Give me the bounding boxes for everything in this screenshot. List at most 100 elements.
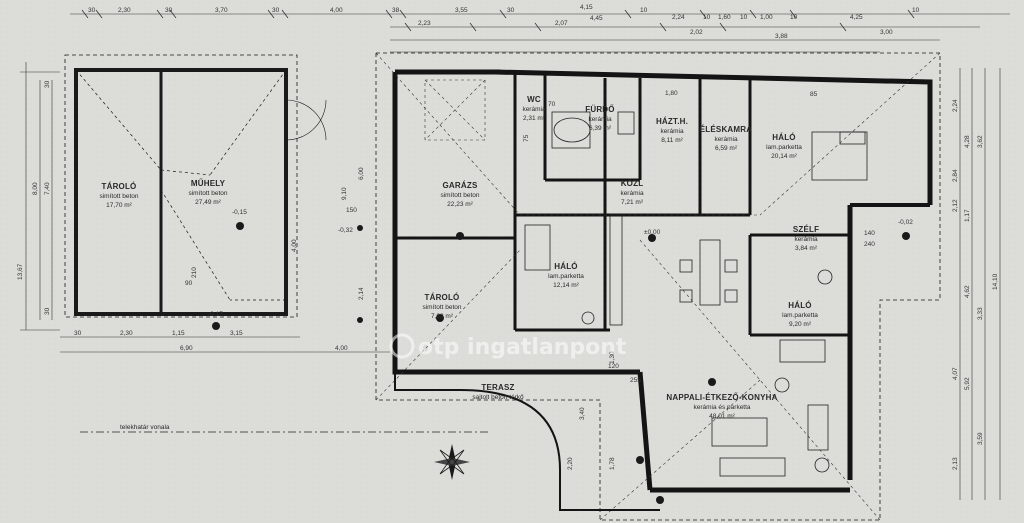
room-floor-furdo: kerámia [588,116,612,123]
room-name-tarolo-left: TÁROLÓ [102,182,137,191]
dim-misc-210: 210 [191,267,198,278]
dim-bottom-1: 2,30 [120,330,133,337]
room-name-halo-top: HÁLÓ [772,133,795,142]
room-name-szelf: SZÉLF [793,225,819,234]
dim-top-4: 30 [272,7,280,14]
room-area-halo-right: 9,20 m² [789,321,812,328]
room-floor-garazs: simított beton [440,192,479,199]
right-dimension-lines [959,68,1001,500]
dim-top-15: 1,00 [760,14,773,21]
dim-misc-75: 75 [523,134,530,142]
room-name-eleskamra: ÉLÉSKAMRA [700,125,752,134]
watermark-logo: otp ingatlanpont [389,333,627,360]
room-area-wc: 2,31 m² [523,115,546,122]
room-floor-muhely: simított beton [188,190,227,197]
room-area-szelf: 3,84 m² [795,245,818,252]
outbuilding [64,54,327,318]
dim-left-1: 8,00 [32,182,39,195]
room-floor-tarolo-left: simított beton [99,193,138,200]
room-floor-terasz: sajtolt beton térkő [472,394,524,401]
dim-misc-1-78: 1,78 [609,457,616,470]
room-name-nappali: NAPPALI-ÉTKEZŐ-KONYHA [666,393,777,402]
dim-right-10: 3,59 [977,432,984,445]
dim-top2-5: 3,00 [880,29,893,36]
room-area-tarolo-mid: 7,63 m² [431,313,454,320]
room-name-tarolo-mid: TÁROLÓ [425,293,460,302]
dim-top-16: 10 [790,14,798,21]
dim-misc-90: 90 [185,280,193,287]
dim-top-5: 4,00 [330,7,343,14]
dim-misc-70: 70 [548,101,556,108]
dim-top-17: 4,25 [850,14,863,21]
level-zero: ±0,00 [644,229,661,236]
bottom-dimension-lines [60,336,390,353]
room-name-halo-right: HÁLÓ [788,301,811,310]
top-dimension-ticks [81,9,915,32]
dim-misc-140: 140 [864,230,875,237]
dim-misc-3-40: 3,40 [579,407,586,420]
level-markers [212,222,910,504]
dim-bottom-4: 6,90 [180,345,193,352]
room-area-furdo: 6,39 m² [589,125,612,132]
room-area-eleskamra: 6,59 m² [715,145,738,152]
watermark-text: otp ingatlanpont [418,335,627,360]
dim-top-14: 10 [740,14,748,21]
dim-top-13: 1,60 [718,14,731,21]
room-floor-kozl: kerámia [620,190,644,197]
dim-top-0: 30 [88,7,96,14]
roof-hip-lines [375,52,941,521]
room-name-muhely: MŰHELY [191,179,226,188]
dim-top-10: 10 [640,7,648,14]
dim-misc-150: 150 [346,207,357,214]
boundary-label: telekhatár vonala [120,424,170,431]
dim-misc-4-00: 4,00 [291,239,298,252]
room-area-garazs: 22,23 m² [447,201,473,208]
room-name-garazs: GARÁZS [443,181,478,190]
top-dimension-lines [70,13,1010,53]
room-name-furdo: FÜRDŐ [585,105,614,114]
furniture [524,111,868,477]
dim-misc-120: 120 [608,363,619,370]
room-name-wc: WC [527,95,541,104]
dim-left-0: 13,67 [17,263,24,280]
house-walls [392,69,933,493]
dim-right-12: 4,62 [964,285,971,298]
dim-bottom-5: 4,00 [335,345,348,352]
dim-top-6: 38 [392,7,400,14]
room-area-haztih: 8,11 m² [661,137,683,144]
dim-right-8: 4,07 [952,367,959,380]
dim-misc-240: 240 [864,241,875,248]
room-floor-wc: kerámia [522,106,546,113]
room-name-haztih: HÁZT.H. [656,117,688,126]
dim-top-18: 10 [912,7,920,14]
room-floor-eleskamra: kerámia [714,136,738,143]
dim-misc-2-14: 2,14 [358,287,365,300]
room-name-kozl: KÖZL [621,179,644,188]
dim-right-3: 2,12 [952,199,959,212]
left-dimension-lines [20,62,60,331]
dim-misc-1-30: 1,30 [609,351,616,364]
dim-top2-4: 3,88 [775,33,788,40]
dim-bottom-0: 30 [74,330,82,337]
room-floor-szelf: kerámia [794,236,818,243]
dim-bottom-3: 3,15 [230,330,243,337]
room-area-nappali: 48,01 m² [709,413,735,420]
dim-right-6: 3,33 [977,307,984,320]
dim-top-8: 30 [507,7,515,14]
level-szelf: -0,02 [898,219,913,226]
dim-misc-9-10: 9,10 [341,187,348,200]
dim-top-2: 30 [165,7,173,14]
level-outbuilding: -0,17 [208,311,223,318]
dim-top-3: 3,70 [215,7,228,14]
room-floor-halo-mid: lam.parketta [548,273,584,280]
dim-right-0: 2,24 [952,99,959,112]
room-floor-haztih: kerámia [660,128,684,135]
dim-top-7: 3,55 [455,7,468,14]
dim-right-9: 2,13 [952,457,959,470]
dim-right-5: 2,84 [952,169,959,182]
dim-left-3: 30 [44,80,51,88]
room-area-halo-top: 20,14 m² [771,153,797,160]
dim-top-1: 2,30 [118,7,131,14]
